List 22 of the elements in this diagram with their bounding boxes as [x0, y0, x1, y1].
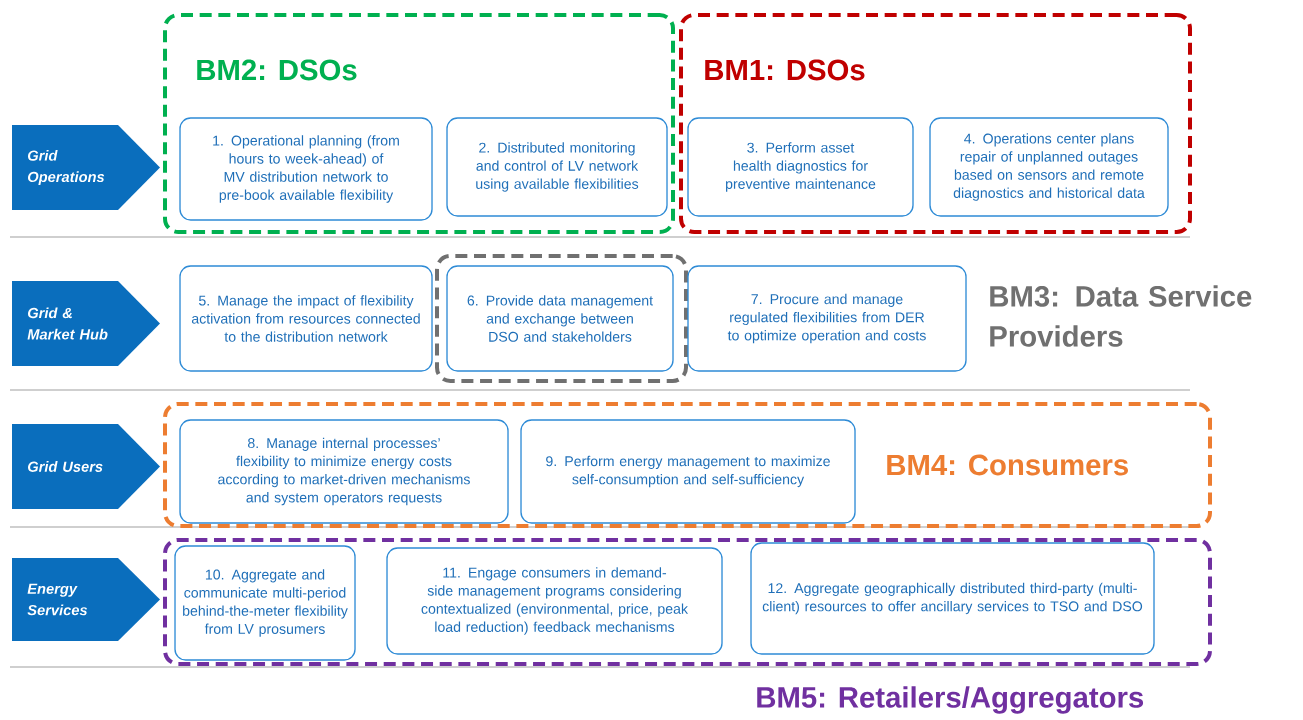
process-box: 5. Manage the impact of flexibility activation from resources connected to the distribution network [179, 265, 433, 372]
process-box: 9. Perform energy management to maximize self-consumption and self-sufficiency [520, 419, 856, 524]
group-title: BM5: Retailers/Aggregators [757, 686, 1144, 714]
process-box: 7. Procure and manage regulated flexibilities from DER to optimize operation and costs [687, 265, 967, 372]
process-box: 2. Distributed monitoring and control of LV network using available flexibilities [446, 117, 668, 217]
process-box: 6. Provide data management and exchange between DSO and stakeholders [446, 265, 674, 372]
group-title: BM2: DSOs [197, 59, 357, 81]
process-box: 10. Aggregate and communicate multi-period behind-the-meter flexibility from LV prosumers [174, 545, 356, 661]
process-box: 12. Aggregate geographically distributed third-party (multi-client) resources to offer ancillary services to TSO and DSO [750, 542, 1155, 655]
process-box: 8. Manage internal processes’ flexibility to minimize energy costs according to market-driven mechanisms and system operators requests [179, 419, 509, 524]
chevron-label: Grid Users [12, 424, 160, 509]
process-box: 1. Operational planning (from hours to week-ahead) of MV distribution network to pre-book available flexibility [179, 117, 433, 221]
group-title: BM3: Data Service Providers [990, 285, 1252, 347]
group-title: BM4: Consumers [887, 454, 1128, 476]
group-title: BM1: DSOs [705, 59, 865, 81]
process-box: 3. Perform asset health diagnostics for preventive maintenance [687, 117, 914, 217]
chevron-label: Grid Operations [12, 125, 160, 210]
chevron-label: Energy Services [12, 558, 160, 641]
process-box: 11. Engage consumers in demand-side management programs considering contextualized (environmental, price, peak load reduction) feedback mechanisms [386, 547, 723, 655]
dashed-group-frame [435, 254, 688, 383]
process-box: 4. Operations center plans repair of unplanned outages based on sensors and remote diagnostics and historical data [929, 117, 1169, 217]
chevron-label: Grid & Market Hub [12, 281, 160, 366]
